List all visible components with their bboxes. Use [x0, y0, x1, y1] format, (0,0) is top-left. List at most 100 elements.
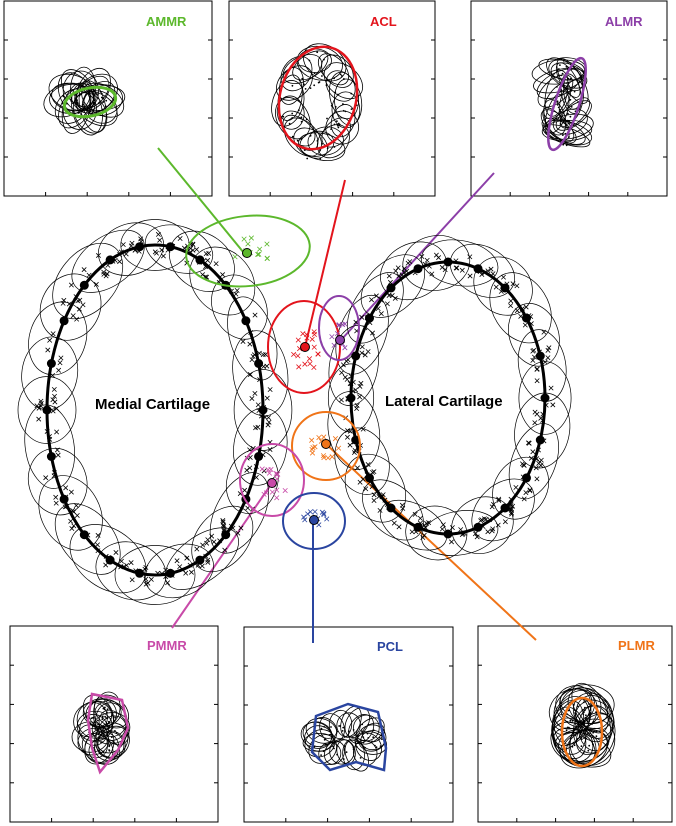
sample-mark — [338, 397, 344, 403]
cluster-ellipse — [548, 688, 598, 734]
contour-ellipse — [517, 329, 567, 402]
sample-mark — [420, 535, 426, 541]
sample-mark — [409, 529, 415, 535]
sample-mark — [45, 347, 51, 353]
lateral-cartilage-label: Lateral Cartilage — [385, 393, 503, 410]
cluster-dot — [340, 75, 343, 77]
sample-mark — [255, 424, 261, 430]
cluster-dot — [97, 719, 99, 722]
sample-mark — [261, 491, 267, 497]
sample-mark — [508, 505, 514, 511]
sample-mark — [184, 555, 190, 561]
cluster-dot — [584, 706, 586, 709]
cluster-dot — [62, 95, 64, 97]
sample-mark — [417, 515, 423, 521]
cluster-ellipse — [62, 70, 100, 112]
cluster-dot — [572, 741, 575, 744]
cluster-dot — [336, 120, 338, 123]
sample-mark — [324, 516, 330, 522]
contour-ellipse — [54, 503, 121, 575]
contour-node — [195, 255, 205, 265]
sample-mark — [74, 512, 80, 518]
cluster-dot — [111, 727, 114, 729]
cluster-dot — [375, 746, 378, 749]
contour-node — [386, 283, 396, 293]
cluster-dot — [584, 717, 587, 719]
contour-ellipse — [211, 274, 268, 340]
cluster-dot — [330, 726, 332, 728]
contour-node — [241, 316, 251, 326]
sample-mark — [335, 445, 342, 451]
cluster-dot — [319, 157, 322, 160]
sample-mark — [274, 472, 280, 478]
sample-mark — [320, 453, 327, 459]
cluster-ellipse — [321, 117, 351, 148]
sample-mark — [247, 372, 253, 377]
sample-mark — [242, 487, 248, 493]
sample-mark — [360, 476, 366, 482]
cluster-dot — [566, 720, 568, 723]
cluster-dot — [326, 743, 328, 746]
sample-mark — [530, 348, 536, 354]
sample-mark — [534, 476, 540, 482]
cluster-ellipse — [552, 698, 592, 747]
sample-mark — [496, 496, 502, 502]
cluster-dot — [570, 89, 573, 92]
cluster-dot — [308, 59, 311, 62]
sample-mark — [157, 237, 163, 243]
cluster-dot — [571, 720, 574, 722]
cluster-dot — [108, 722, 110, 725]
sample-mark — [50, 331, 56, 337]
cluster-dot — [320, 727, 323, 730]
sample-mark — [274, 495, 280, 501]
cluster-dot — [104, 706, 106, 709]
sample-mark — [155, 231, 161, 237]
panel-frame — [9, 625, 219, 823]
cluster-dot — [359, 757, 362, 759]
contour-node — [386, 503, 396, 513]
cluster-dot — [82, 108, 84, 111]
contour-node — [105, 555, 115, 565]
cluster-dot — [592, 743, 594, 746]
sample-mark — [501, 274, 506, 280]
cluster-dot — [562, 120, 565, 123]
sample-mark — [300, 331, 306, 337]
cluster-ellipse — [324, 740, 345, 765]
sample-mark — [260, 352, 266, 358]
sample-mark — [235, 530, 241, 536]
sample-mark — [309, 336, 315, 342]
contour-node — [500, 283, 510, 293]
contour-node — [165, 242, 175, 252]
cluster-dot — [93, 101, 95, 104]
contour-ellipse — [144, 224, 214, 274]
cluster-ellipse — [77, 727, 110, 756]
connector-pmmr — [171, 482, 273, 629]
cluster-dot — [574, 727, 576, 730]
sample-mark — [174, 558, 180, 564]
sample-mark — [304, 335, 310, 341]
cluster-dot — [115, 732, 118, 734]
cluster-dot — [309, 134, 312, 137]
cluster-dot — [556, 69, 559, 71]
contour-ellipse — [39, 273, 102, 341]
sample-mark — [63, 485, 69, 491]
cluster-dot — [76, 99, 78, 102]
cluster-dot — [580, 738, 583, 740]
sample-mark — [528, 455, 534, 461]
sample-mark — [296, 364, 302, 370]
cluster-dot — [569, 719, 572, 722]
medial-cartilage-label: Medial Cartilage — [95, 396, 210, 413]
contour-ellipse — [27, 447, 88, 516]
sample-mark — [93, 281, 99, 287]
cluster-dot — [77, 112, 80, 114]
cluster-dot — [592, 721, 595, 723]
cluster-ellipse — [553, 696, 590, 745]
sample-mark — [493, 284, 499, 290]
cluster-dot — [359, 738, 362, 741]
cluster-dot — [378, 736, 381, 739]
sample-mark — [509, 511, 515, 517]
cluster-dot — [582, 701, 585, 704]
sample-mark — [312, 444, 318, 450]
region-acl — [267, 300, 341, 394]
sample-mark — [177, 236, 183, 242]
